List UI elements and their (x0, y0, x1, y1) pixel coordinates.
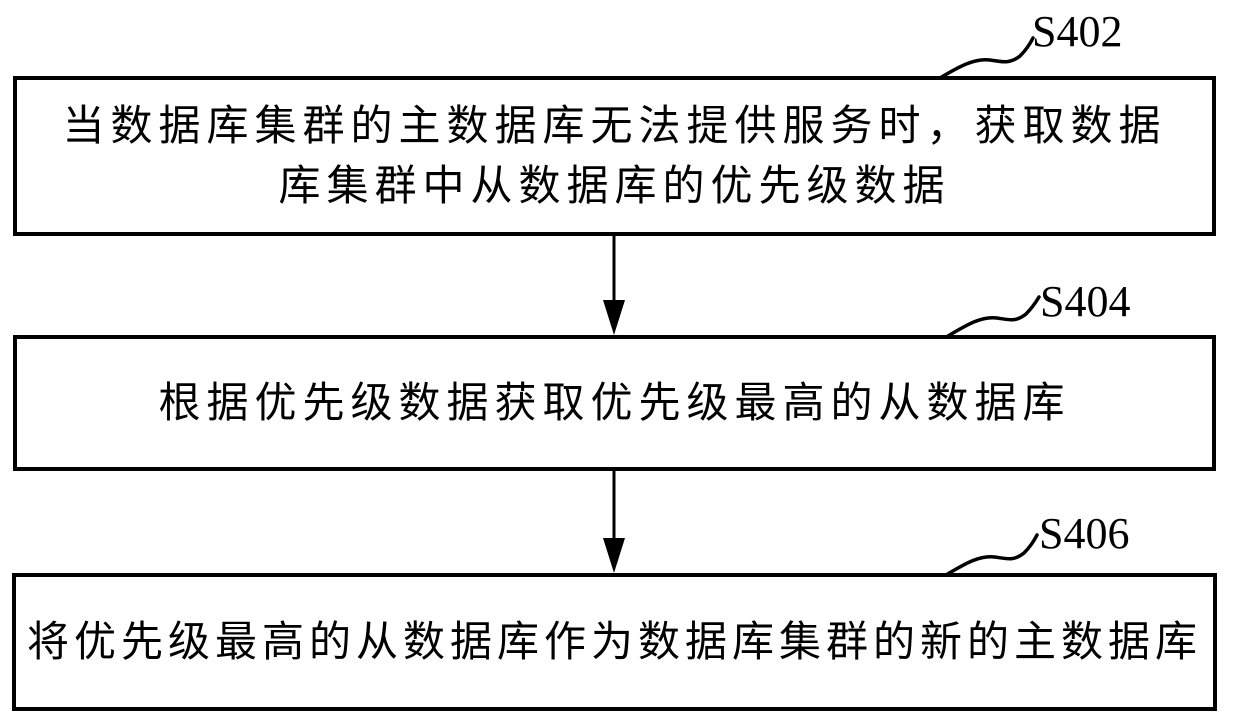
leader-line-s404 (946, 295, 1041, 338)
arrowhead-s402-s404 (603, 300, 625, 335)
step-label-s402: S402 (1032, 7, 1123, 56)
step-text-s406: 将优先级最高的从数据库作为数据库集群的新的主数据库 (26, 617, 1202, 666)
step-box-s402: 当数据库集群的主数据库无法提供服务时，获取数据库集群中从数据库的优先级数据 (13, 76, 1216, 236)
step-box-s404: 根据优先级数据获取优先级最高的从数据库 (13, 335, 1216, 471)
step-text-s404: 根据优先级数据获取优先级最高的从数据库 (158, 378, 1071, 427)
step-text-s402: 当数据库集群的主数据库无法提供服务时，获取数据库集群中从数据库的优先级数据 (62, 101, 1167, 210)
leader-line-s402 (938, 36, 1035, 80)
leader-line-s406 (944, 533, 1039, 577)
arrowhead-s404-s406 (603, 538, 625, 573)
step-box-s406: 将优先级最高的从数据库作为数据库集群的新的主数据库 (12, 573, 1217, 711)
step-label-s406: S406 (1039, 509, 1130, 558)
step-label-s404: S404 (1040, 277, 1131, 326)
